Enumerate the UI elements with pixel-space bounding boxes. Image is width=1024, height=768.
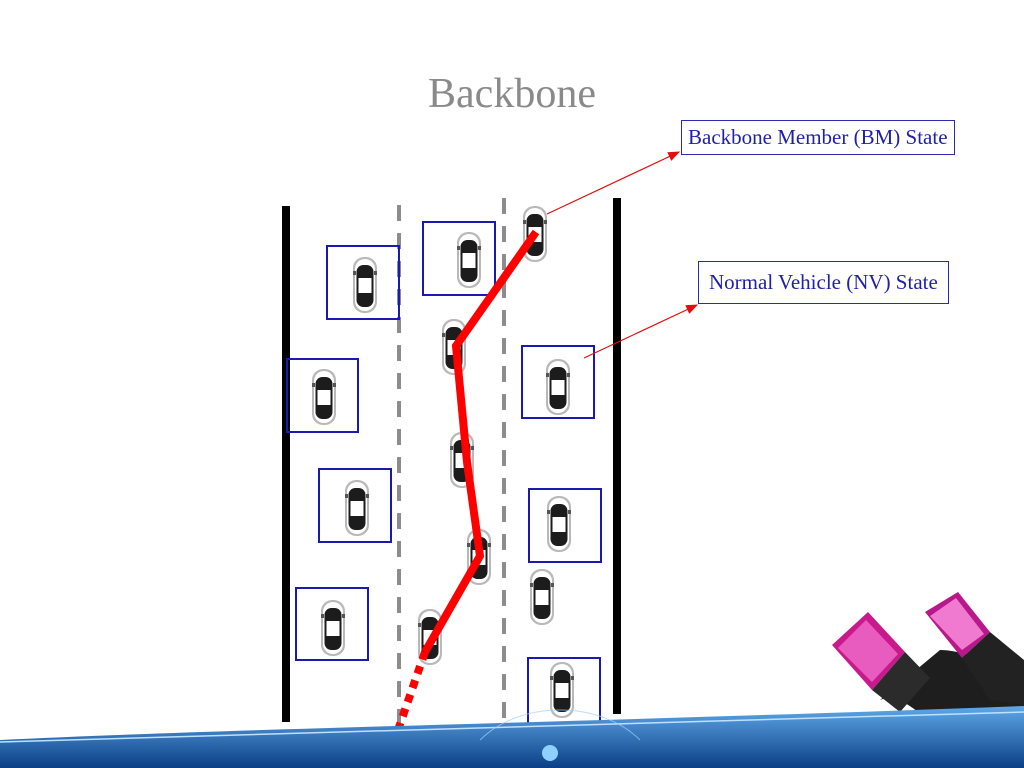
normal-vehicle-label: Normal Vehicle (NV) State [698, 261, 949, 304]
nv-annotation-arrow [583, 304, 699, 359]
normal-vehicle [527, 657, 601, 731]
normal-vehicle [422, 221, 496, 296]
normal-vehicle [295, 587, 369, 661]
backbone-path-extension [394, 650, 429, 732]
normal-vehicle [286, 358, 359, 433]
backbone-path [421, 229, 540, 654]
normal-vehicle [318, 468, 392, 543]
normal-vehicle [521, 345, 595, 419]
slide-title: Backbone [428, 71, 596, 117]
backbone-member-label: Backbone Member (BM) State [681, 120, 955, 155]
footer-wave [0, 706, 1024, 768]
normal-vehicle [326, 245, 400, 320]
ethernet-cable-decoration [832, 592, 1024, 768]
normal-vehicle [530, 569, 554, 625]
bm-annotation-arrow [546, 151, 681, 215]
normal-vehicle [528, 488, 602, 563]
